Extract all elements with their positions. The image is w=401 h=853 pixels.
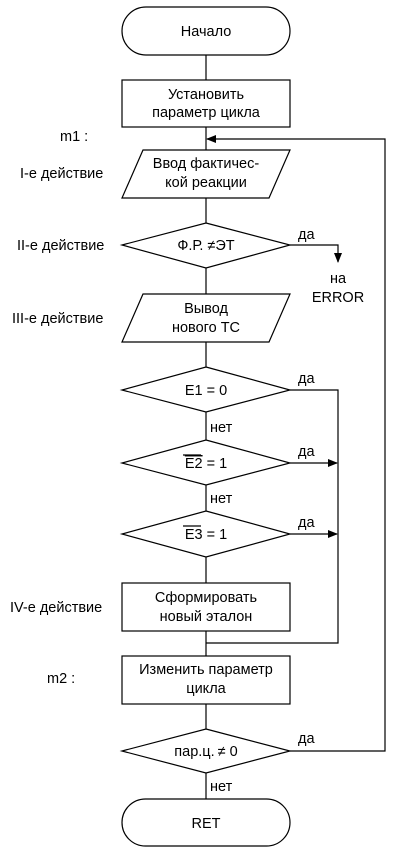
yes-label-e2: да bbox=[298, 444, 315, 460]
error-label-line2: ERROR bbox=[312, 290, 364, 306]
condition-et-label: ЭТ bbox=[215, 238, 234, 254]
condition-fp-et: Ф.Р.≠ЭТ bbox=[119, 222, 293, 269]
change-parameter-line2: цикла bbox=[186, 681, 226, 697]
connectors bbox=[205, 55, 386, 799]
decision-e2-text: E2 = 1 bbox=[185, 456, 227, 472]
start-terminal: Начало bbox=[121, 6, 291, 56]
no-label-e2: нет bbox=[210, 491, 233, 507]
decision-e1: E1 = 0 bbox=[119, 366, 293, 413]
label-m1: m1 : bbox=[60, 129, 88, 145]
connector-error-branch bbox=[290, 244, 342, 263]
label-action2: II-е действие bbox=[17, 238, 104, 254]
output-block: Вывод нового ТС bbox=[121, 293, 291, 343]
decision-e3-rest: = 1 bbox=[203, 527, 228, 543]
form-standard-block: Сформировать новый эталон bbox=[121, 582, 291, 632]
decision-e3-name: E3 bbox=[185, 527, 203, 543]
start-label: Начало bbox=[181, 24, 232, 40]
output-line1: Вывод bbox=[184, 301, 228, 317]
loop-not-equal-symbol: ≠ bbox=[218, 744, 226, 760]
yes-label-e1: да bbox=[298, 371, 315, 387]
form-standard-line2: новый эталон bbox=[160, 609, 253, 625]
condition-fp-et-text: Ф.Р.≠ЭТ bbox=[177, 238, 234, 254]
end-terminal: RET bbox=[121, 798, 291, 847]
connector-loop-back bbox=[206, 135, 386, 752]
decision-loop-text: пар.ц.≠ 0 bbox=[174, 744, 237, 760]
error-label-line1: на bbox=[330, 271, 347, 287]
output-line2: нового ТС bbox=[172, 320, 240, 336]
label-action4: IV-е действие bbox=[10, 600, 102, 616]
condition-fp-label: Ф.Р. bbox=[177, 238, 203, 254]
yes-label-loop: да bbox=[298, 731, 315, 747]
no-label-loop: нет bbox=[210, 779, 233, 795]
decision-e2-rest: = 1 bbox=[203, 456, 228, 472]
decision-e3: E3 = 1 bbox=[119, 510, 293, 558]
input-line2: кой реакции bbox=[165, 175, 247, 191]
side-labels: m1 : I-е действие II-е действие III-е де… bbox=[10, 129, 104, 687]
input-line1: Ввод фактичес- bbox=[153, 156, 260, 172]
label-m2: m2 : bbox=[47, 671, 75, 687]
label-action1: I-е действие bbox=[20, 166, 103, 182]
set-parameter-block: Установить параметр цикла bbox=[121, 79, 291, 128]
decision-e2: E2 = 1 bbox=[119, 439, 293, 486]
decision-e3-text: E3 = 1 bbox=[185, 527, 227, 543]
branch-labels: да на ERROR да нет да нет да да нет bbox=[210, 227, 364, 795]
set-parameter-line1: Установить bbox=[168, 87, 244, 103]
yes-label-e3: да bbox=[298, 515, 315, 531]
not-equal-symbol: ≠ bbox=[207, 238, 215, 254]
change-parameter-block: Изменить параметр цикла bbox=[121, 655, 291, 705]
change-parameter-line1: Изменить параметр bbox=[139, 662, 273, 678]
end-label: RET bbox=[192, 816, 221, 832]
set-parameter-line2: параметр цикла bbox=[152, 105, 261, 121]
connector-e1-yes-bus bbox=[206, 389, 339, 644]
form-standard-line1: Сформировать bbox=[155, 590, 257, 606]
no-label-e1: нет bbox=[210, 420, 233, 436]
yes-label-fp: да bbox=[298, 227, 315, 243]
decision-e2-name: E2 bbox=[185, 456, 203, 472]
decision-e1-text: E1 = 0 bbox=[185, 383, 227, 399]
label-action3: III-е действие bbox=[12, 311, 103, 327]
loop-param-label: пар.ц. bbox=[174, 744, 214, 760]
loop-zero: 0 bbox=[226, 744, 238, 760]
decision-loop: пар.ц.≠ 0 bbox=[119, 728, 293, 774]
input-block: Ввод фактичес- кой реакции bbox=[121, 149, 291, 199]
